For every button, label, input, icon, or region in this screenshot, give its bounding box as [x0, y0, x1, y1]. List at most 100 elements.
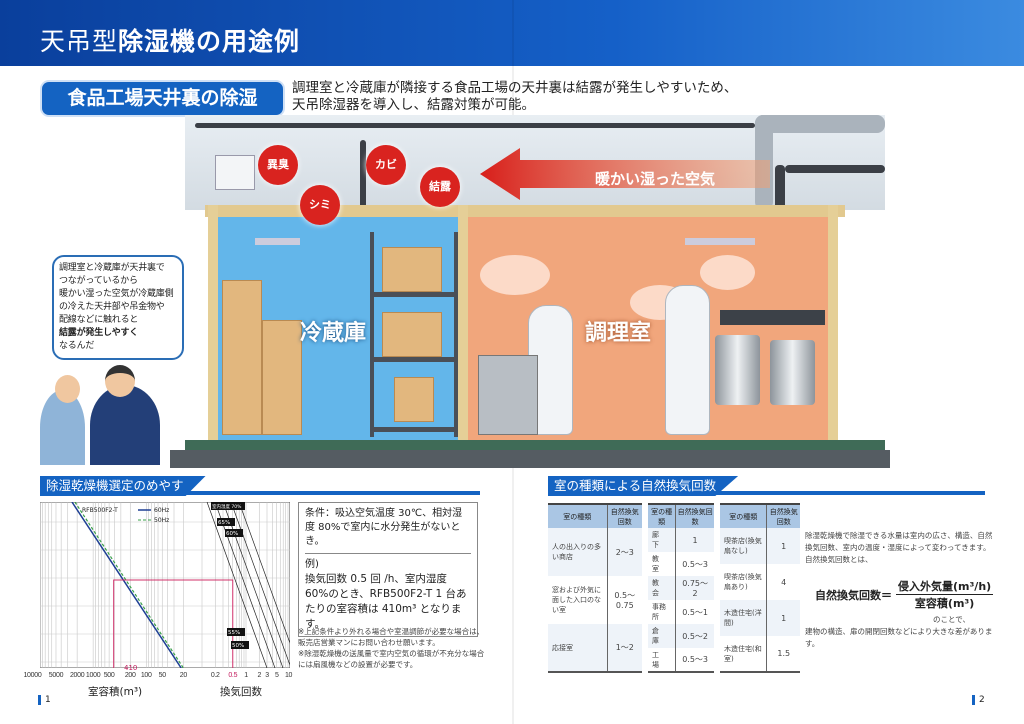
- bubble-emphasis: 結露が発生しやすく: [59, 328, 139, 338]
- air-change-rate: 4: [781, 577, 787, 587]
- formula-numerator: 侵入外気量(m³/h): [896, 580, 994, 595]
- col-header-rate: 自然換気回数: [607, 503, 642, 528]
- legend-60hz: 60Hz: [154, 507, 169, 514]
- title-light: 天吊型: [40, 27, 119, 56]
- x-axis-label-air-change: 換気回数: [220, 686, 262, 698]
- air-change-rate: 1.5: [766, 636, 800, 673]
- room-type: 人の出入りの多い商店: [548, 528, 608, 576]
- table-row: 木造住宅(和室)1.5: [720, 636, 800, 673]
- humidity-badge: [231, 641, 249, 649]
- air-change-rate: 0.5～0.75: [614, 591, 636, 610]
- hazard-odor: 異臭: [258, 145, 298, 185]
- humidity-label: 65%: [218, 520, 230, 526]
- condition-text: 条件：吸込空気温度 30℃、相対湿度 80%で室内に水分発生がないとき。: [305, 508, 463, 547]
- cooking-pot: [715, 335, 760, 405]
- table-row: 喫茶店(換気扇なし)1: [720, 528, 800, 564]
- explanation-line: 除湿乾燥機で除湿できる水量は室内の広さ、構造、自然換気回数、室内の温度・湿度によ…: [805, 531, 993, 552]
- x-tick-label: 3: [265, 672, 269, 679]
- section-title: 室の種類による自然換気回数: [548, 476, 739, 496]
- pipe: [785, 165, 885, 173]
- person-head: [55, 375, 80, 403]
- warm-air-arrow-icon: [480, 148, 770, 200]
- steam: [700, 255, 755, 290]
- room-type: 喫茶店(換気扇なし): [720, 528, 768, 564]
- foundation: [170, 450, 890, 468]
- x-tick-label: 200: [124, 672, 136, 679]
- person-illustration: [40, 390, 85, 465]
- post: [458, 205, 468, 450]
- air-change-rate: 0.75～2: [675, 576, 714, 600]
- section-badge: 食品工場天井裏の除湿: [42, 82, 283, 115]
- person-illustration: [90, 385, 160, 465]
- air-change-rate: 2～3: [607, 528, 642, 576]
- room-type: 木造住宅(洋間): [720, 600, 768, 636]
- ceiling-beam: [205, 205, 845, 217]
- steam: [480, 255, 550, 295]
- model-label: RFB500F2-T: [82, 507, 118, 514]
- table-row: 木造住宅(洋間)1: [720, 600, 800, 636]
- air-change-rate: 1: [675, 528, 714, 552]
- description-line: 天吊除湿器を導入し、結露対策が可能。: [292, 97, 535, 113]
- explanation-text-2: のことで、建物の構造、扉の開閉回数などにより大きな差があります。: [805, 614, 995, 650]
- page-title: 天吊型除湿機の用途例: [40, 22, 300, 58]
- duct: [755, 115, 885, 133]
- ventilation-section-header: 室の種類による自然換気回数: [548, 475, 985, 496]
- title-bold: 除湿機の用途例: [118, 27, 301, 56]
- room-type: 廊 下: [648, 528, 677, 552]
- humidity-badge: [211, 502, 245, 510]
- explanation-text: 除湿乾燥機で除湿できる水量は室内の広さ、構造、自然換気回数、室内の温度・湿度によ…: [805, 530, 995, 566]
- x-tick-label: 0.5: [228, 672, 238, 679]
- x-tick-label: 10000: [23, 672, 42, 679]
- room-type: 教 会: [648, 576, 677, 600]
- section-description: 調理室と冷蔵庫が隣接する食品工場の天井裏は結露が発生しやすいため、天吊除湿器を導…: [292, 80, 737, 114]
- humidity-badge: [225, 529, 243, 537]
- example-label: 例): [305, 559, 319, 570]
- formula-left: 自然換気回数＝: [815, 588, 892, 602]
- selection-section-header: 除湿乾燥機選定のめやす: [40, 475, 480, 496]
- x-tick-label: 10: [284, 672, 293, 679]
- humidity-label: 60%: [226, 531, 238, 537]
- page-number-left: 1: [38, 695, 51, 705]
- x-tick-label: 500: [103, 672, 115, 679]
- air-change-rate: 1: [766, 600, 800, 636]
- hazard-condensation: 結露: [420, 167, 460, 207]
- cardboard-boxes: [222, 280, 262, 435]
- ceiling-light: [255, 238, 300, 245]
- humidity-badge: [227, 628, 245, 636]
- air-change-rate: 1～2: [607, 624, 642, 673]
- air-change-rate: 0.5～3: [682, 559, 708, 569]
- worker-figure: [665, 285, 710, 435]
- post: [208, 205, 218, 450]
- highlight-volume: 410: [124, 664, 138, 672]
- room-type: 工 場: [648, 648, 677, 673]
- series-60hz: [71, 502, 182, 668]
- floor: [185, 440, 885, 452]
- x-tick-label: 100: [140, 672, 152, 679]
- pipe: [195, 123, 755, 128]
- explanation-line: 自然換気回数とは、: [805, 555, 873, 564]
- room-type: 喫茶店(換気扇あり): [720, 564, 768, 600]
- ceiling-light: [685, 238, 755, 245]
- page-header-band: [0, 0, 1024, 66]
- note: ※除湿乾燥機の送風量で室内空気の循環が不充分な場合には扇風機などの設置が必要です…: [298, 649, 485, 669]
- explanation-line: 建物の構造、扉の開閉回数などにより大きな差があります。: [805, 627, 993, 648]
- explanation-line: のことで、: [933, 615, 970, 624]
- section-title: 除湿乾燥機選定のめやす: [40, 476, 206, 496]
- x-tick-label: 20: [179, 672, 187, 679]
- hazard-stain: シミ: [300, 185, 340, 225]
- page-number-right: 2: [972, 695, 985, 705]
- dehumidifier-unit: [215, 155, 255, 190]
- cooking-pot: [770, 340, 815, 405]
- kitchen-label: 調理室: [585, 321, 652, 346]
- formula: 自然換気回数＝侵入外気量(m³/h)室容積(m³): [815, 578, 994, 611]
- legend-50hz: 50Hz: [154, 517, 169, 524]
